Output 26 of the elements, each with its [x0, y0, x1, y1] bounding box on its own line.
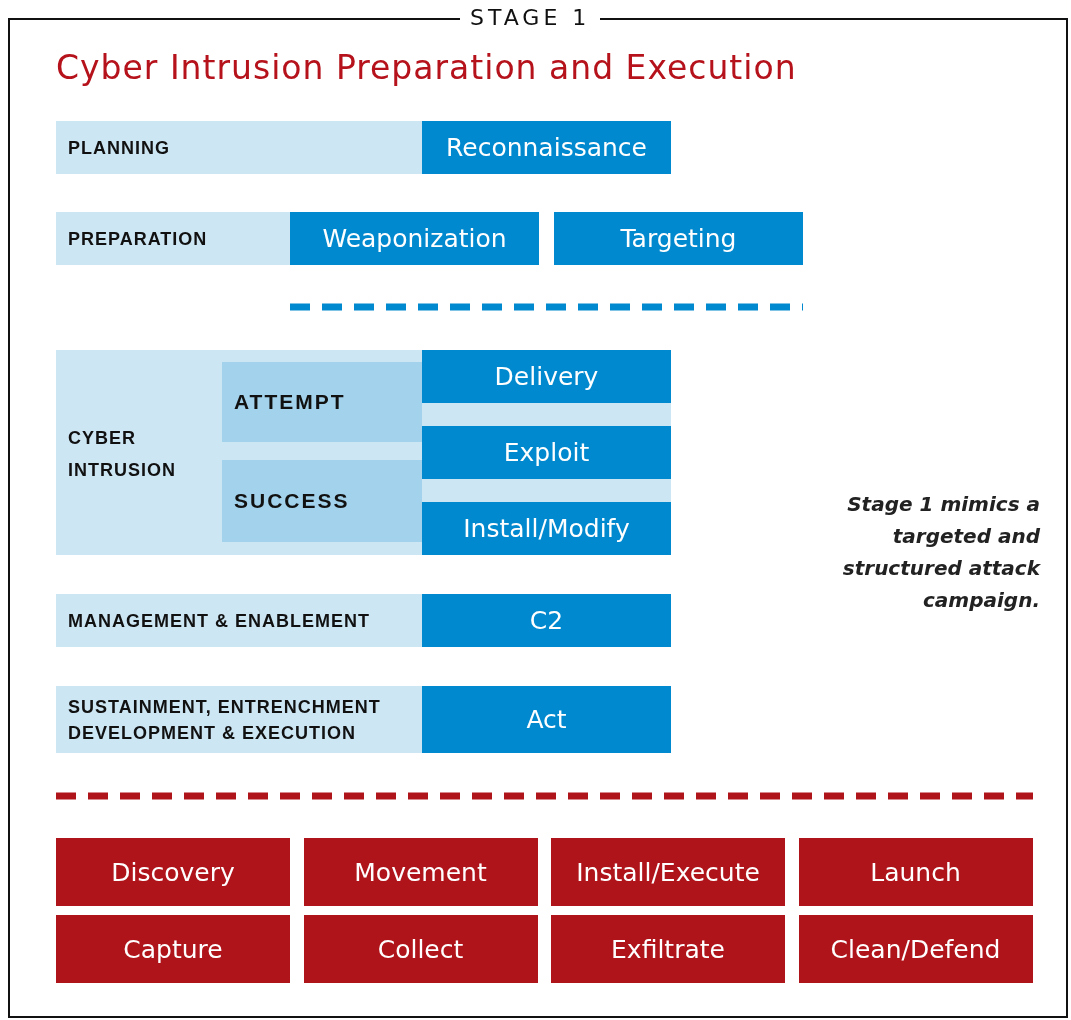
- phase-band: PLANNING: [56, 121, 422, 174]
- activity-box: Capture: [56, 915, 290, 983]
- step-box: Exploit: [422, 426, 671, 479]
- phase-band: PREPARATION: [56, 212, 290, 265]
- phase-label: CYBER INTRUSION: [68, 427, 177, 482]
- phase-band: [56, 350, 671, 555]
- step-box: Reconnaissance: [422, 121, 671, 174]
- title: Cyber Intrusion Preparation and Execution: [56, 48, 797, 87]
- activity-box: Clean/Defend: [798, 915, 1033, 983]
- sub-phase-band: ATTEMPT: [222, 362, 422, 442]
- step-box: Weaponization: [290, 212, 539, 265]
- step-box: C2: [422, 594, 671, 647]
- step-box: Delivery: [422, 350, 671, 403]
- step-box: Act: [422, 686, 671, 753]
- sub-phase-band: SUCCESS: [222, 460, 422, 542]
- step-box: Install/Modify: [422, 502, 671, 555]
- activity-box: Launch: [798, 838, 1033, 906]
- phase-band: MANAGEMENT & ENABLEMENT: [56, 594, 422, 647]
- activity-box: Install/Execute: [551, 838, 785, 906]
- phase-band: SUSTAINMENT, ENTRENCHMENT DEVELOPMENT & EXECUTION: [56, 686, 422, 753]
- activity-box: Collect: [303, 915, 538, 983]
- step-box: Targeting: [554, 212, 803, 265]
- activity-box: Discovery: [56, 838, 290, 906]
- activity-box: Exfiltrate: [551, 915, 785, 983]
- note: Stage 1 mimics a targeted and structured attack campaign.: [841, 491, 1040, 614]
- activity-box: Movement: [303, 838, 538, 906]
